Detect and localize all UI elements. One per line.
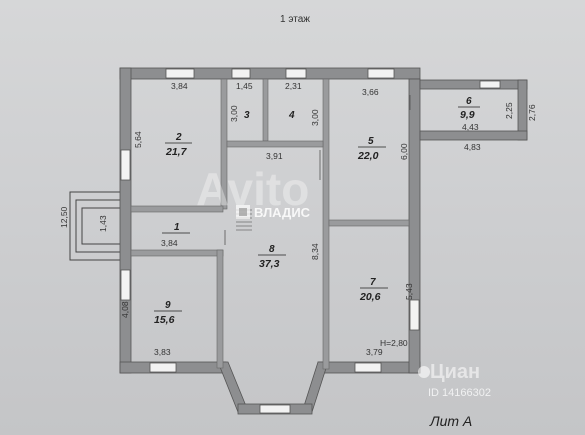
room-3-number: 3 — [244, 110, 250, 121]
svg-text:2: 2 — [175, 132, 182, 143]
interior-walls — [130, 78, 410, 370]
lit-label: Лит А — [429, 413, 472, 429]
room-2-label: 2 21,7 — [165, 132, 192, 158]
entrance-porch — [69, 191, 123, 261]
svg-text:8: 8 — [269, 244, 275, 255]
svg-text:21,7: 21,7 — [165, 146, 188, 158]
svg-text:5,64: 5,64 — [133, 131, 143, 148]
svg-text:3,00: 3,00 — [229, 105, 239, 122]
svg-text:8,34: 8,34 — [310, 243, 320, 260]
room-4-number: 4 — [288, 110, 295, 121]
windows — [120, 68, 501, 414]
svg-text:3,83: 3,83 — [154, 347, 171, 357]
listing-id-watermark: ID 14166302 — [428, 387, 491, 399]
cian-logo — [418, 366, 430, 378]
svg-text:1,43: 1,43 — [98, 215, 108, 232]
svg-text:2,31: 2,31 — [285, 81, 302, 91]
doors — [224, 95, 411, 245]
svg-text:7: 7 — [370, 277, 376, 288]
svg-text:20,6: 20,6 — [359, 291, 381, 303]
room-1-number: 1 — [174, 222, 180, 233]
room-6-label: 6 9,9 — [458, 96, 480, 121]
svg-text:1,45: 1,45 — [236, 81, 253, 91]
room-7-label: 7 20,6 — [359, 277, 388, 303]
room-5-label: 5 22,0 — [357, 136, 386, 162]
floor-title: 1 этаж — [280, 14, 310, 25]
room-8-label: 8 37,3 — [258, 244, 286, 270]
svg-text:6,00: 6,00 — [399, 143, 409, 160]
svg-text:4,08: 4,08 — [120, 301, 130, 318]
dimension-labels: 3,84 5,64 1,45 3,00 2,31 3,00 3,66 6,00 … — [59, 81, 537, 357]
vladis-watermark: ВЛАДИС — [254, 205, 311, 220]
svg-text:3,79: 3,79 — [366, 347, 383, 357]
svg-text:9: 9 — [165, 300, 171, 311]
svg-text:5: 5 — [368, 136, 374, 147]
svg-text:37,3: 37,3 — [259, 258, 280, 270]
room-9-label: 9 15,6 — [154, 300, 182, 326]
svg-text:22,0: 22,0 — [357, 150, 379, 162]
svg-text:3,84: 3,84 — [161, 238, 178, 248]
svg-text:3,91: 3,91 — [266, 151, 283, 161]
svg-text:5,43: 5,43 — [404, 283, 414, 300]
svg-text:15,6: 15,6 — [154, 314, 175, 326]
svg-text:9,9: 9,9 — [460, 109, 475, 121]
svg-text:4,83: 4,83 — [464, 142, 481, 152]
svg-text:12,50: 12,50 — [59, 206, 69, 228]
svg-text:6: 6 — [466, 96, 472, 107]
svg-text:3,84: 3,84 — [171, 81, 188, 91]
vladis-logo — [236, 205, 250, 219]
svg-text:2,25: 2,25 — [504, 102, 514, 119]
svg-text:4,43: 4,43 — [462, 122, 479, 132]
svg-text:H=2,80: H=2,80 — [380, 338, 408, 348]
watermarks: Avito ВЛАДИС Циан ID 14166302 — [196, 163, 491, 399]
svg-text:3,00: 3,00 — [310, 109, 320, 126]
svg-text:2,76: 2,76 — [527, 104, 537, 121]
avito-watermark: Avito — [196, 163, 309, 215]
room-labels: 2 21,7 3 4 5 22,0 6 9,9 1 8 37,3 7 20,6 — [154, 96, 480, 326]
svg-text:3,66: 3,66 — [362, 87, 379, 97]
cian-watermark: Циан — [430, 361, 480, 383]
